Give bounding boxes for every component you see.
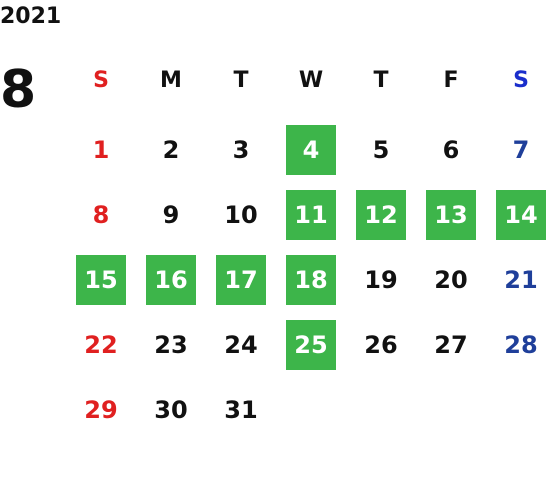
day-cell-19[interactable]: 19 [364, 266, 398, 294]
day-cell-5[interactable]: 5 [372, 136, 390, 164]
year-label: 2021 [0, 4, 62, 29]
weekday-header-sat: S [513, 68, 529, 93]
day-cell-3[interactable]: 3 [232, 136, 250, 164]
day-cell-22[interactable]: 22 [84, 331, 118, 359]
day-cell-25[interactable]: 25 [286, 320, 336, 370]
day-cell-8[interactable]: 8 [92, 201, 110, 229]
day-cell-24[interactable]: 24 [224, 331, 258, 359]
day-cell-15[interactable]: 15 [76, 255, 126, 305]
day-cell-29[interactable]: 29 [84, 396, 118, 424]
day-cell-18[interactable]: 18 [286, 255, 336, 305]
day-cell-12[interactable]: 12 [356, 190, 406, 240]
day-cell-1[interactable]: 1 [92, 136, 110, 164]
day-cell-2[interactable]: 2 [162, 136, 180, 164]
day-cell-27[interactable]: 27 [434, 331, 468, 359]
day-cell-4[interactable]: 4 [286, 125, 336, 175]
day-cell-28[interactable]: 28 [504, 331, 538, 359]
day-cell-9[interactable]: 9 [162, 201, 180, 229]
weekday-header-mon: M [160, 68, 182, 93]
day-cell-23[interactable]: 23 [154, 331, 188, 359]
day-cell-13[interactable]: 13 [426, 190, 476, 240]
day-cell-14[interactable]: 14 [496, 190, 546, 240]
weekday-header-tue: T [233, 68, 249, 93]
day-cell-10[interactable]: 10 [224, 201, 258, 229]
day-cell-17[interactable]: 17 [216, 255, 266, 305]
day-cell-20[interactable]: 20 [434, 266, 468, 294]
day-cell-16[interactable]: 16 [146, 255, 196, 305]
weekday-header-wed: W [298, 68, 324, 93]
day-cell-30[interactable]: 30 [154, 396, 188, 424]
weekday-header-fri: F [443, 68, 459, 93]
day-cell-11[interactable]: 11 [286, 190, 336, 240]
day-cell-7[interactable]: 7 [512, 136, 530, 164]
day-cell-31[interactable]: 31 [224, 396, 258, 424]
day-cell-21[interactable]: 21 [504, 266, 538, 294]
day-cell-26[interactable]: 26 [364, 331, 398, 359]
day-cell-6[interactable]: 6 [442, 136, 460, 164]
weekday-header-sun: S [93, 68, 109, 93]
weekday-header-thu: T [373, 68, 389, 93]
month-label: 8 [0, 60, 37, 120]
